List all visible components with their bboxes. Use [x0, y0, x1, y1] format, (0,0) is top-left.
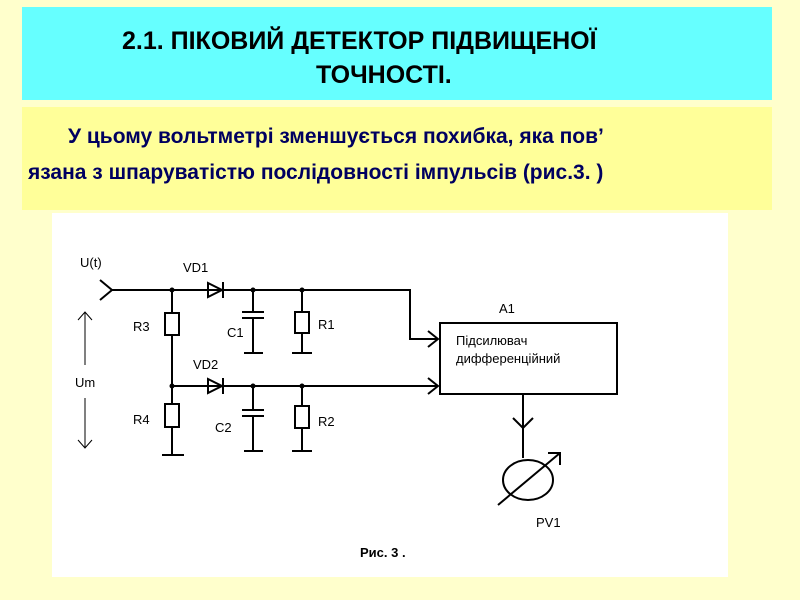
- input-terminal: [99, 279, 114, 301]
- label-r3: R3: [133, 319, 150, 334]
- figure-caption: Рис. 3 .: [360, 545, 406, 560]
- label-r2: R2: [318, 414, 335, 429]
- intro-line-2: язана з шпаруватістю послідовності імпул…: [28, 161, 604, 184]
- voltmeter-pv1: [497, 452, 561, 506]
- intro-box: У цьому вольтметрі зменшується похибка, …: [22, 107, 772, 210]
- junction-dots: [169, 287, 305, 389]
- title-line-1: 2.1. ПІКОВИЙ ДЕТЕКТОР ПІДВИЩЕНОЇ: [122, 27, 597, 55]
- amplifier-text-1: Підсилювач: [456, 333, 527, 348]
- label-pv1: PV1: [536, 515, 561, 530]
- label-vd2: VD2: [193, 357, 218, 372]
- resistor-r4: [164, 403, 180, 428]
- label-c2: C2: [215, 420, 232, 435]
- wires: [112, 289, 524, 458]
- ground-symbols: [162, 352, 312, 456]
- um-arrow: [77, 311, 93, 449]
- resistor-r2: [294, 405, 310, 429]
- capacitor-c2: [242, 409, 264, 417]
- amplifier-text-2: дифференційний: [456, 351, 560, 366]
- label-input: U(t): [80, 255, 102, 270]
- diode-vd1: [207, 281, 225, 299]
- diode-vd2: [207, 377, 225, 395]
- capacitor-c1: [242, 311, 264, 319]
- resistor-r3: [164, 312, 180, 336]
- label-a1: A1: [499, 301, 515, 316]
- label-r4: R4: [133, 412, 150, 427]
- input-arrows: [427, 330, 534, 430]
- label-r1: R1: [318, 317, 335, 332]
- intro-line-1: У цьому вольтметрі зменшується похибка, …: [68, 125, 604, 148]
- title-line-2: ТОЧНОСТІ.: [316, 61, 452, 89]
- label-um: Um: [75, 375, 95, 390]
- resistor-r1: [294, 311, 310, 334]
- amplifier-block: [439, 322, 618, 395]
- label-c1: C1: [227, 325, 244, 340]
- title-banner: 2.1. ПІКОВИЙ ДЕТЕКТОР ПІДВИЩЕНОЇ ТОЧНОСТ…: [22, 7, 772, 100]
- label-vd1: VD1: [183, 260, 208, 275]
